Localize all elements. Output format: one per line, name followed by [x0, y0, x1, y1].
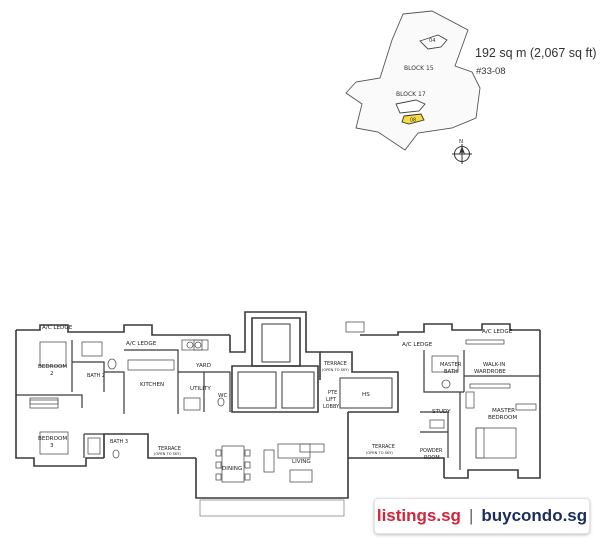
terrace-label: TERRACE: [157, 446, 181, 452]
brand-buycondo: buycondo.sg: [481, 506, 588, 525]
compass-north-label: N: [459, 139, 463, 145]
bedroom-3-number: 3: [50, 443, 54, 449]
ac-ledge-label: A/C LEDGE: [126, 341, 157, 347]
block-17-shape: [395, 99, 426, 114]
ac-ledge-label: A/C LEDGE: [402, 342, 433, 348]
ac-ledge-label: A/C LEDGE: [482, 329, 513, 335]
compass-icon: [452, 144, 472, 164]
master-bedroom-label: BEDROOM: [488, 415, 517, 421]
walk-in-wardrobe-label: WARDROBE: [474, 369, 506, 375]
block-17-label: BLOCK 17: [396, 91, 426, 98]
pte-lift-lobby-label: PTE: [328, 390, 337, 396]
bedroom-2-number: 2: [50, 371, 54, 377]
master-bath-label: MASTER: [440, 362, 462, 368]
brand-listings: listings.sg: [376, 506, 461, 525]
master-bath-label: BATH: [444, 369, 458, 375]
brand-watermark: listings.sg | buycondo.sg: [374, 498, 590, 534]
terrace-label: TERRACE: [323, 361, 347, 367]
terrace-note: (OPEN TO SKY): [322, 368, 349, 372]
highlighted-unit-label: 08: [410, 118, 416, 124]
hs-label: HS: [362, 392, 370, 398]
terrace-label: TERRACE: [371, 444, 395, 450]
bath-2-label: BATH 2: [87, 373, 105, 379]
study-label: STUDY: [432, 409, 451, 415]
bedroom-3-label: BEDROOM: [38, 436, 67, 442]
bath-3-label: BATH 3: [110, 439, 128, 445]
powder-room-label: POWDER: [420, 448, 443, 454]
master-bedroom-label: MASTER: [492, 408, 515, 414]
walk-in-wardrobe-label: WALK-IN: [483, 362, 505, 368]
pte-lift-lobby-label: LIFT: [326, 397, 337, 403]
utility-label: UTILITY: [190, 386, 211, 392]
ac-ledge-label: A/C LEDGE: [42, 325, 73, 331]
terrace-note: (OPEN TO SKY): [366, 451, 393, 455]
block-15-label: BLOCK 15: [404, 65, 434, 72]
brand-separator: |: [468, 506, 474, 525]
unit-area: 192 sq m (2,067 sq ft): [475, 46, 597, 60]
highlighted-unit: [401, 113, 425, 125]
pte-lift-lobby-label: LOBBY: [323, 404, 340, 410]
block-15-shape: [419, 34, 448, 50]
terrace-note: (OPEN TO SKY): [154, 452, 181, 456]
powder-room-label: ROOM: [424, 455, 440, 461]
wc-label: WC: [218, 393, 228, 399]
dining-label: DINING: [222, 466, 242, 472]
living-label: LIVING: [292, 459, 311, 465]
block-15-unit: 04: [429, 38, 436, 44]
unit-number: #33-08: [476, 66, 506, 77]
kitchen-label: KITCHEN: [140, 382, 164, 388]
site-outline: [345, 10, 481, 151]
bedroom-2-label: BEDROOM: [38, 364, 67, 370]
yard-label: YARD: [195, 363, 211, 369]
